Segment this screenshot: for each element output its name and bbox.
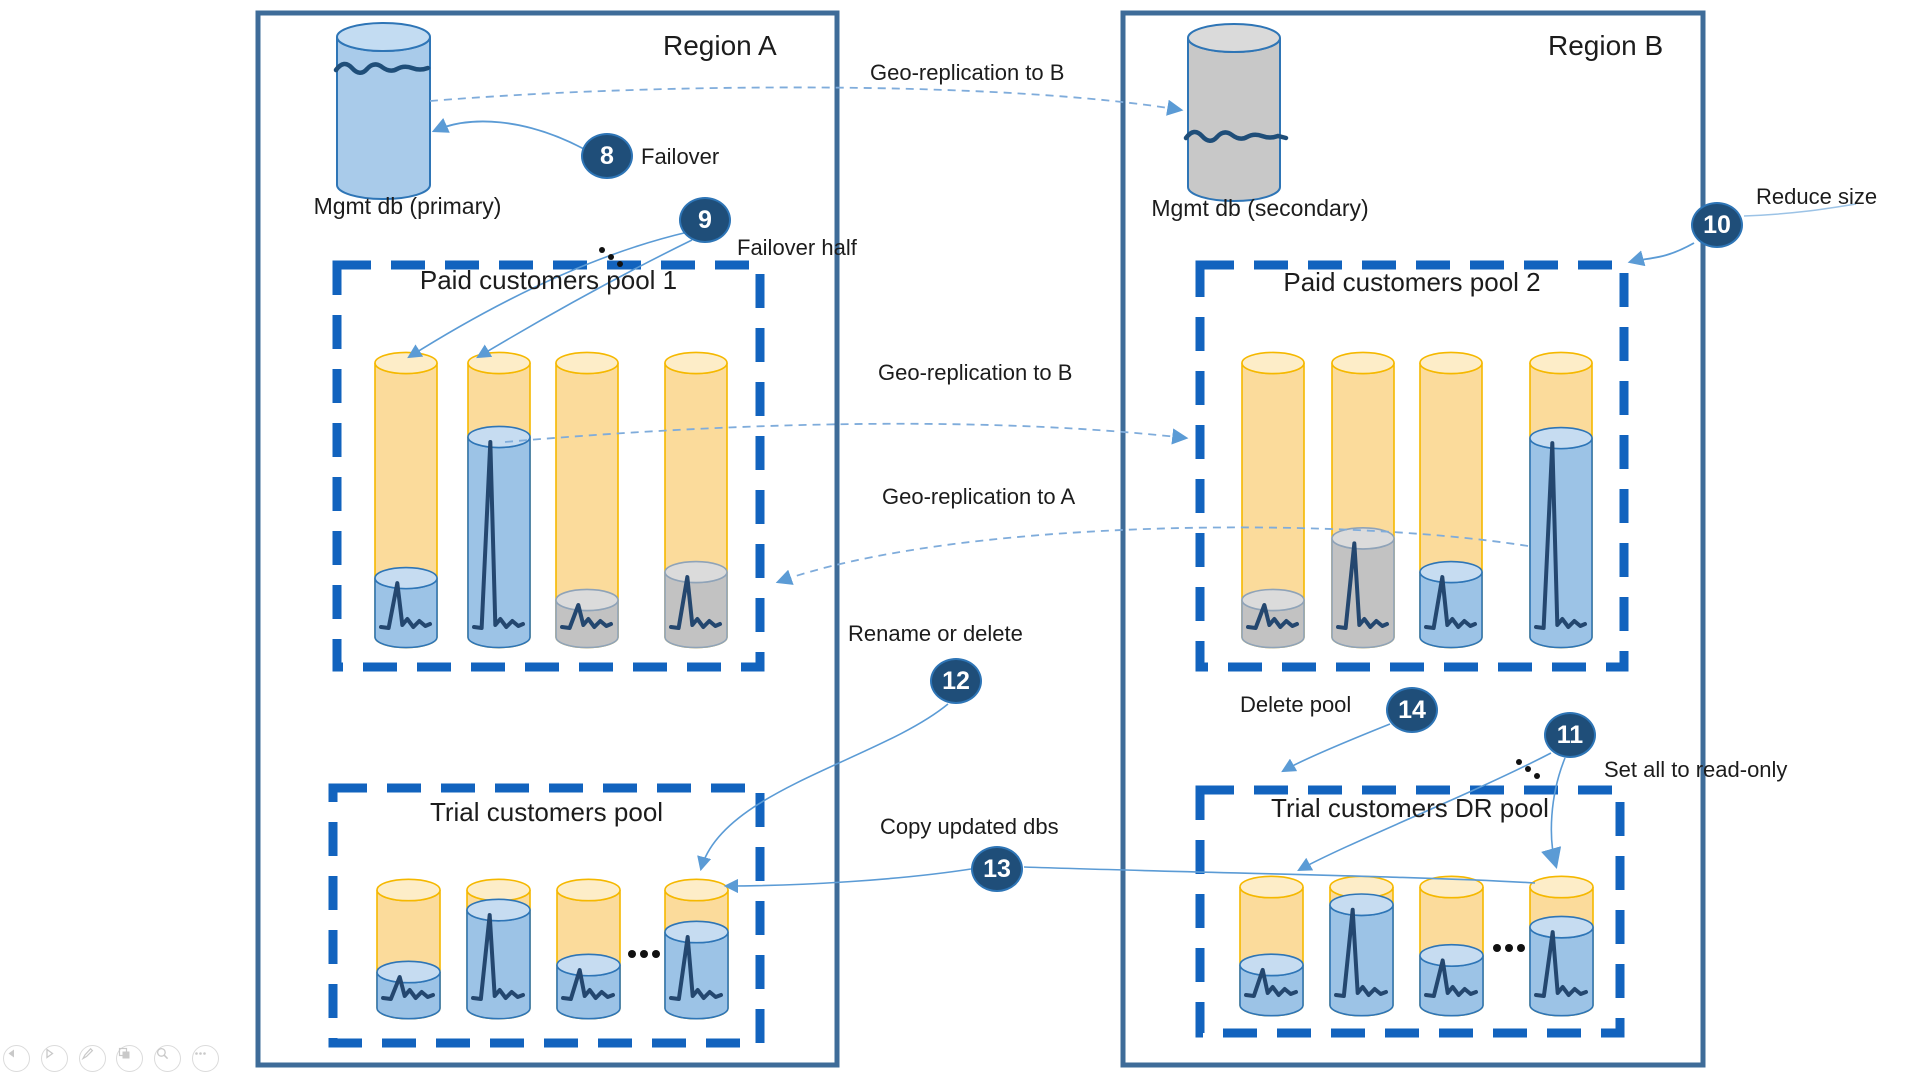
copy-dbs-source-line: [1023, 866, 1536, 884]
mgmt-db-secondary-label: Mgmt db (secondary): [1151, 195, 1369, 221]
step-12-number: 12: [942, 666, 970, 695]
ellipsis-dots: [599, 247, 1540, 958]
trial-dr-pool-title: Trial customers DR pool: [1271, 793, 1549, 823]
step-9-number: 9: [698, 205, 712, 234]
database-cylinder: [556, 878, 621, 1020]
database-cylinder: [664, 878, 729, 1020]
slide-thumbnails-button[interactable]: [116, 1045, 143, 1072]
paid-pool-1-frame: [332, 260, 765, 672]
pen-button[interactable]: [79, 1045, 106, 1072]
more-options-icon: [195, 1052, 206, 1055]
database-cylinder: [664, 351, 728, 649]
database-cylinder: [376, 878, 441, 1020]
secondary-activity-wave: [1183, 129, 1289, 143]
database-cylinder: [1419, 351, 1483, 649]
failover-half-arrow-1: [407, 231, 689, 359]
step-13-number: 13: [983, 854, 1011, 883]
zoom-icon: [156, 1047, 169, 1060]
failover-half-label: Failover half: [737, 235, 857, 260]
paid-pool-2-title: Paid customers pool 2: [1283, 267, 1541, 297]
failover-half-arrow-2: [476, 239, 693, 359]
mgmt-db-secondary-cylinder: [1183, 23, 1289, 202]
pen-icon: [81, 1047, 94, 1061]
database-cylinder: [555, 351, 619, 649]
database-cylinder: [1529, 351, 1593, 649]
rename-delete-arrow: [697, 703, 949, 872]
region-a-frame: [255, 10, 840, 1068]
step-10-number: 10: [1703, 210, 1731, 239]
reduce-size-arrow: [1627, 242, 1695, 267]
more-options-button[interactable]: [192, 1045, 219, 1072]
next-slide-button[interactable]: [41, 1045, 68, 1072]
mgmt-db-primary-cylinder: [333, 22, 431, 200]
step-9-marker: 9: [679, 197, 731, 243]
zoom-button[interactable]: [154, 1045, 181, 1072]
step-13-marker: 13: [971, 846, 1023, 892]
database-cylinder: [374, 351, 438, 649]
trial-dr-pool-frame: [1195, 785, 1625, 1038]
geo-replication-top-arrow: [429, 86, 1184, 116]
failover-label: Failover: [641, 144, 720, 169]
database-cylinder: [467, 351, 531, 649]
reduce-size-leader-line: [1743, 203, 1857, 217]
geo-replication-pools-a-label: Geo-replication to A: [882, 484, 1076, 509]
region-b-frame: [1120, 10, 1706, 1068]
previous-slide-button[interactable]: [3, 1045, 30, 1072]
delete-pool-label: Delete pool: [1240, 692, 1352, 717]
geo-replication-pools-a-arrow: [775, 526, 1529, 585]
connectors: [407, 86, 1857, 894]
set-all-read-only-label: Set all to read-only: [1604, 757, 1788, 782]
step-8-marker: 8: [581, 133, 633, 179]
read-only-arrow-2: [1541, 757, 1566, 870]
geo-replication-pools-b-label: Geo-replication to B: [878, 360, 1073, 385]
region-a-title: Region A: [663, 30, 777, 61]
database-cylinder: [466, 878, 531, 1020]
primary-activity-wave: [333, 61, 431, 75]
slide-thumbnails-icon: [118, 1047, 130, 1059]
trial-pool-frame: [328, 783, 765, 1048]
rename-or-delete-label: Rename or delete: [848, 621, 1023, 646]
geo-replication-pools-b-arrow: [504, 422, 1189, 445]
step-11-marker: 11: [1544, 712, 1596, 758]
reduce-size-label: Reduce size: [1756, 184, 1878, 209]
database-cylinder: [1331, 351, 1395, 649]
database-cylinder: [1419, 875, 1484, 1017]
geo-replication-top-label: Geo-replication to B: [870, 60, 1065, 85]
step-11-number: 11: [1556, 720, 1584, 749]
next-slide-icon: [46, 1048, 54, 1059]
delete-pool-arrow: [1281, 723, 1391, 773]
step-14-number: 14: [1398, 695, 1426, 724]
copy-dbs-arrow: [723, 868, 972, 894]
database-cylinder: [1529, 875, 1594, 1017]
mgmt-db-primary-label: Mgmt db (primary): [313, 193, 502, 219]
read-only-arrow-1: [1297, 752, 1552, 872]
step-14-marker: 14: [1386, 687, 1438, 733]
database-cylinder: [1329, 875, 1394, 1017]
trial-pool-title: Trial customers pool: [429, 797, 664, 827]
step-10-marker: 10: [1691, 202, 1743, 248]
failover-arrow: [431, 118, 585, 150]
step-12-marker: 12: [930, 658, 982, 704]
previous-slide-icon: [8, 1049, 14, 1058]
step-8-number: 8: [600, 141, 614, 170]
region-b-title: Region B: [1548, 30, 1664, 61]
pool-database-cylinders: [374, 351, 1594, 1020]
paid-pool-1-title: Paid customers pool 1: [419, 265, 678, 295]
database-cylinder: [1239, 875, 1304, 1017]
copy-updated-dbs-label: Copy updated dbs: [880, 814, 1059, 839]
database-cylinder: [1241, 351, 1305, 649]
paid-pool-2-frame: [1195, 260, 1629, 672]
